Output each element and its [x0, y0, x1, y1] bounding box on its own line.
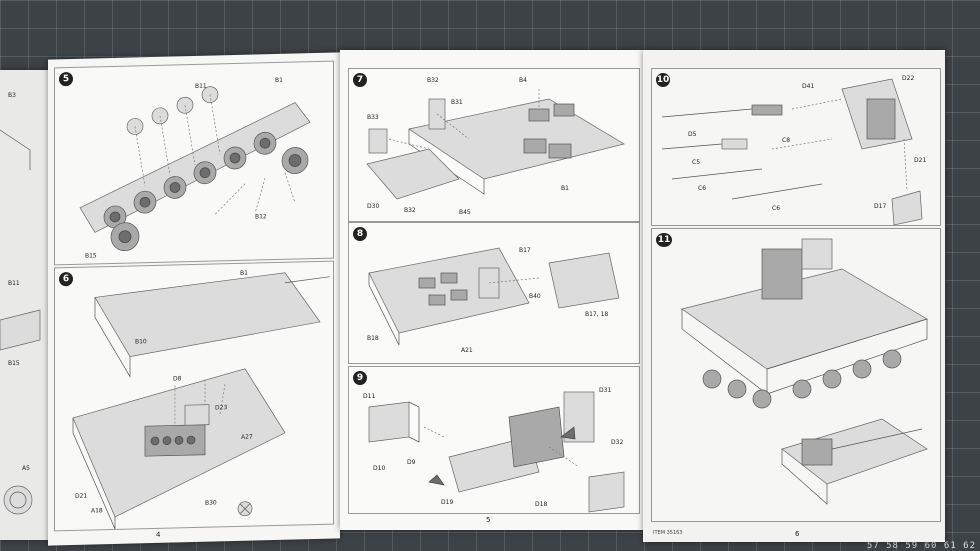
part-label: D21 — [75, 492, 88, 500]
step-number-badge: 9 — [353, 371, 367, 385]
part-label: B1 — [275, 76, 283, 85]
step-5-suspension-diagram — [79, 86, 311, 252]
part-label: B15 — [85, 252, 97, 260]
instruction-page-6: 10 D41 D22 D5 C8 D21 C5 C6 D17 C6 11 — [643, 50, 945, 542]
step-5-panel: 5 B11 B1 B12 — [54, 60, 334, 266]
part-label: D19 — [441, 499, 454, 506]
part-label: D31 — [599, 387, 612, 394]
part-label: D17 — [874, 203, 887, 210]
part-label: A18 — [91, 507, 103, 515]
partial-diagram — [0, 129, 41, 515]
part-label: B10 — [135, 338, 147, 346]
part-label: D11 — [363, 393, 376, 400]
part-label: C6 — [772, 205, 781, 212]
step-6-panel: 6 B1 B10 D8 D23 A27 B30 D21 A18 — [54, 260, 334, 532]
step-11-upper-hull-diagram — [681, 238, 928, 505]
part-label: B1 — [561, 185, 569, 192]
part-label: B32 — [404, 207, 416, 214]
part-label: B18 — [367, 335, 379, 342]
part-label: D21 — [914, 157, 927, 164]
step-9-gun-mount-diagram — [368, 391, 625, 513]
part-label: B17 — [519, 247, 531, 254]
part-label: D22 — [902, 75, 915, 82]
part-label: C6 — [698, 185, 707, 192]
step-11-panel: 11 — [651, 228, 941, 522]
part-label: D5 — [688, 131, 697, 138]
step-8-radiator-diagram — [368, 247, 620, 346]
step-number-badge: 8 — [353, 227, 367, 241]
part-label: B17, 18 — [585, 311, 609, 318]
mat-ruler: 57 58 59 60 61 62 — [866, 541, 976, 551]
part-label: B11 — [195, 82, 207, 90]
part-label: B12 — [255, 213, 267, 221]
step-8-panel: 8 B17 B40 B18 A21 B17, 18 — [348, 222, 640, 364]
part-label: D18 — [535, 501, 548, 508]
part-label: B31 — [451, 99, 463, 106]
page-number: 6 — [795, 530, 800, 538]
part-label: A27 — [241, 433, 253, 441]
part-label: B45 — [459, 209, 471, 216]
step-10-panel: 10 D41 D22 D5 C8 D21 C5 C6 D17 C6 — [651, 68, 941, 226]
part-label: A5 — [22, 465, 30, 472]
step-10-gun-barrel-diagram — [661, 78, 923, 226]
part-label: D30 — [367, 203, 380, 210]
step-7-rear-deck-diagram — [366, 89, 625, 200]
page-number: 4 — [156, 530, 161, 539]
part-label: B32 — [427, 77, 439, 84]
part-label: D32 — [611, 439, 624, 446]
step-number-badge: 10 — [656, 73, 670, 87]
step-number-badge: 11 — [656, 233, 672, 247]
part-label: B40 — [529, 293, 541, 300]
page-number: 5 — [486, 516, 491, 524]
part-label: A21 — [461, 347, 473, 354]
instruction-page-5: 7 B32 B31 B33 B4 D30 B32 B45 B1 8 — [340, 50, 644, 530]
step-9-panel: 9 D11 D31 D10 D9 D19 D18 D32 — [348, 366, 640, 514]
part-label: B3 — [8, 92, 16, 99]
part-label: D41 — [802, 83, 815, 90]
part-label: B11 — [8, 280, 20, 287]
instruction-page-4: 5 B11 B1 B12 — [48, 52, 340, 546]
step-number-badge: 7 — [353, 73, 367, 87]
part-label: B15 — [8, 360, 20, 367]
part-label: D9 — [407, 459, 416, 466]
step-6-hull-diagram — [72, 272, 331, 530]
previous-page-edge: B3 B11 B15 A5 — [0, 70, 50, 540]
part-label: B30 — [205, 499, 217, 507]
part-label: D10 — [373, 465, 386, 472]
item-number: ITEM 35163 — [653, 530, 683, 536]
part-label: C8 — [782, 137, 791, 144]
part-label: C5 — [692, 159, 701, 166]
step-7-panel: 7 B32 B31 B33 B4 D30 B32 B45 B1 — [348, 68, 640, 222]
part-label: B1 — [240, 269, 248, 277]
part-label: D8 — [173, 375, 182, 383]
part-label: B33 — [367, 114, 379, 121]
part-label: D23 — [215, 404, 228, 412]
part-label: B4 — [519, 77, 527, 84]
